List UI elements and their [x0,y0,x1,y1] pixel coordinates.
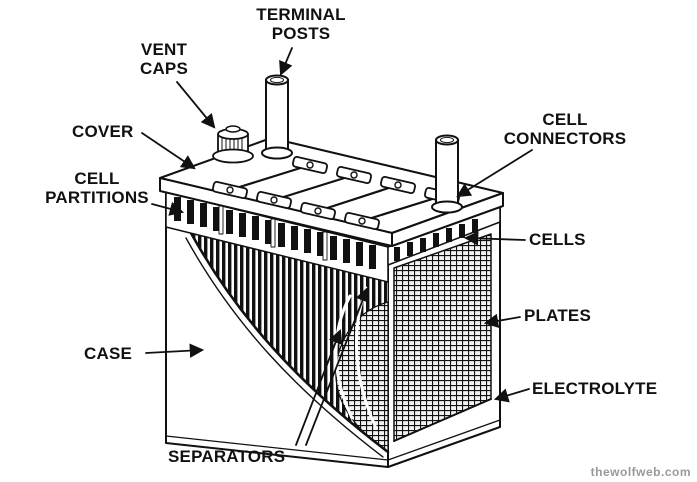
terminal-post-left [261,74,293,160]
leader-cover [141,132,196,170]
leader-cell-partitions [151,201,185,216]
label-terminal-posts: TERMINAL POSTS [256,5,346,44]
connector-link-bars [228,163,444,223]
label-case: CASE [84,344,133,363]
cell-partition-walls [218,205,328,261]
cell-tops-band-front [165,191,389,283]
vent-cap [212,125,254,164]
plate-top-teeth-right [394,219,478,261]
label-cell-connectors: CELL CONNECTORS [503,110,627,149]
case-base-line-right [387,419,501,461]
label-plates: PLATES [524,306,592,325]
leader-case [145,343,205,358]
leader-cells [463,231,526,246]
leader-lines [141,47,533,446]
cutaway-edge-inner [185,237,384,458]
label-cell-partitions: CELL PARTITIONS [45,169,149,208]
leader-plates [483,313,521,328]
separator-sheet-edge-1 [334,294,354,420]
leader-separators-1 [295,328,343,446]
label-cells: CELLS [529,230,586,249]
leader-separators-2 [305,286,370,446]
label-separators: SEPARATORS [168,447,286,466]
cutaway-edge-outer [189,231,390,454]
electrolyte-level-line [393,398,492,442]
label-vent-caps: VENT CAPS [139,40,189,79]
terminal-post-right [431,134,463,214]
leader-vent-caps [176,81,216,129]
case-base-line-front [165,435,389,461]
label-electrolyte: ELECTROLYTE [532,379,658,398]
cover-right-face [391,192,504,247]
leader-electrolyte [493,388,530,403]
interior-plates-front [191,233,388,452]
leader-terminal-posts [279,47,293,76]
watermark-text: thewolfweb.com [590,465,691,479]
case-right-face [387,206,501,468]
cell-connectors-assembly [212,156,460,230]
leader-cell-connectors [456,149,533,198]
label-cover: COVER [72,122,134,141]
